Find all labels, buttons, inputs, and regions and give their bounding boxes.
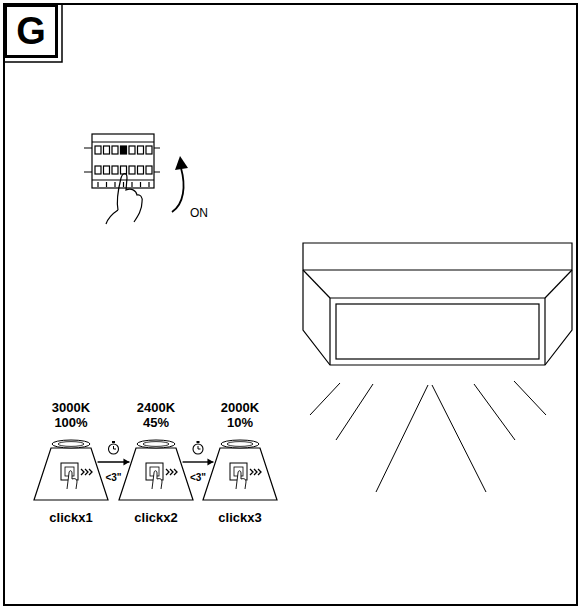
tab-outline: [4, 4, 62, 62]
light-cone: 2400K 45%clickx2: [119, 400, 193, 535]
cone-shape: [119, 439, 193, 507]
light-cone: 3000K 100%clickx1: [34, 400, 108, 535]
switch-label: ON: [190, 206, 208, 220]
time-limit: <3": [189, 472, 207, 483]
cone-shape: [203, 439, 277, 507]
section-tab: G: [4, 4, 58, 58]
luminaire: [303, 243, 572, 365]
time-limit: <3": [104, 472, 122, 483]
on-arrow: [172, 156, 188, 212]
cone-shape: [34, 439, 108, 507]
breaker-panel: [84, 134, 160, 224]
color-level: 3000K 100%: [48, 400, 94, 430]
sequence-arrow: [98, 441, 130, 466]
click-count: clickx1: [26, 510, 116, 525]
color-level: 2000K 10%: [217, 400, 263, 430]
light-cone: 2000K 10%clickx3: [203, 400, 277, 535]
light-rays: [310, 381, 546, 492]
sequence-arrow: [183, 441, 214, 466]
color-level: 2400K 45%: [133, 400, 179, 430]
page-frame: [4, 4, 577, 605]
click-count: clickx3: [195, 510, 285, 525]
click-count: clickx2: [111, 510, 201, 525]
section-letter: G: [16, 12, 46, 50]
